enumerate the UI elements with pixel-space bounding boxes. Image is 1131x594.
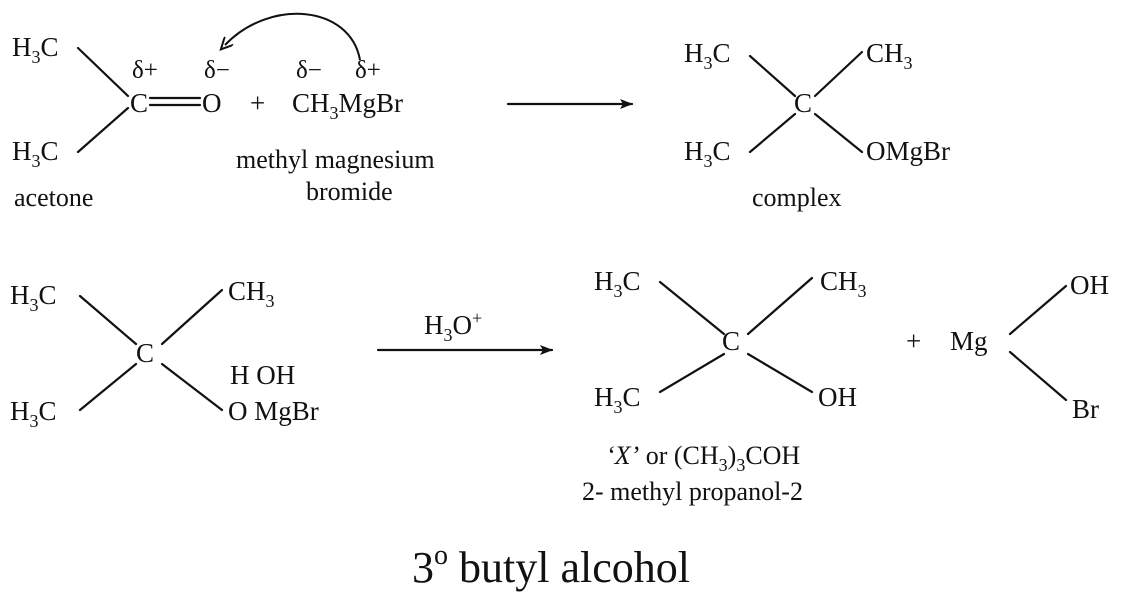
acetone-carbon: C: [130, 88, 148, 118]
byproduct-br: Br: [1072, 394, 1099, 424]
intermediate-carbon: C: [136, 338, 154, 368]
intermediate-h3c-bottom: H3C: [10, 396, 57, 431]
product-ch3: CH3: [820, 266, 867, 301]
complex-bond-tr: [813, 50, 864, 98]
acetone-label: acetone: [14, 183, 93, 212]
complex-omgbr: OMgBr: [866, 136, 950, 166]
grignard-name-line2: bromide: [306, 177, 393, 206]
plus-sign-1: +: [250, 88, 265, 118]
byproduct-bond-br: [1008, 350, 1068, 402]
intermediate-ch3: CH3: [228, 276, 275, 311]
plus-sign-2: +: [906, 326, 921, 356]
complex-bond-bl: [748, 112, 797, 154]
grignard-delta-plus: δ+: [355, 57, 381, 84]
complex-bond-br: [813, 112, 864, 154]
acetone-h3c-top: H3C: [12, 32, 59, 67]
byproduct-mg: Mg: [950, 326, 988, 356]
reagent-h3o: H3O+: [424, 308, 482, 345]
acetone-bond-bottom: [76, 106, 130, 154]
product-carbon: C: [722, 326, 740, 356]
product-bond-tl: [658, 280, 726, 336]
acetone-delta-c: δ+: [132, 57, 158, 84]
intermediate-h3c-top: H3C: [10, 280, 57, 315]
complex-h3c-bottom: H3C: [684, 136, 731, 171]
product-bond-tr: [746, 276, 814, 336]
acetone-bond-top: [76, 46, 130, 98]
product-h3c-bottom: H3C: [594, 382, 641, 417]
intermediate-omgbr: O MgBr: [228, 396, 319, 426]
complex-bond-tl: [748, 54, 797, 98]
product-oh: OH: [818, 382, 857, 412]
grignard-formula: CH3MgBr: [292, 88, 403, 123]
product-formula-label: ‘X’ or (CH3)3COH: [606, 441, 800, 475]
acetone-h3c-bottom: H3C: [12, 136, 59, 171]
grignard-name-line1: methyl magnesium: [236, 145, 435, 174]
acetone-oxygen: O: [202, 88, 222, 118]
intermediate-bond-br: [160, 362, 224, 412]
intermediate-bond-tr: [160, 288, 224, 346]
complex-label: complex: [752, 183, 842, 212]
byproduct-oh: OH: [1070, 270, 1109, 300]
product-name: 2- methyl propanol-2: [582, 477, 803, 506]
byproduct-bond-oh: [1008, 284, 1068, 336]
product-bond-br: [746, 352, 814, 394]
intermediate-bond-bl: [78, 362, 138, 412]
grignard-delta-minus: δ−: [296, 57, 322, 84]
acetone-delta-o: δ−: [204, 57, 230, 84]
intermediate-bond-tl: [78, 294, 138, 346]
curved-arrow: [225, 12, 361, 61]
complex-h3c-top: H3C: [684, 38, 731, 73]
complex-ch3: CH3: [866, 38, 913, 73]
intermediate-water: H OH: [230, 360, 295, 390]
product-h3c-top: H3C: [594, 266, 641, 301]
footer-title: 3o butyl alcohol: [412, 540, 690, 592]
complex-carbon: C: [794, 88, 812, 118]
product-bond-bl: [658, 352, 726, 394]
